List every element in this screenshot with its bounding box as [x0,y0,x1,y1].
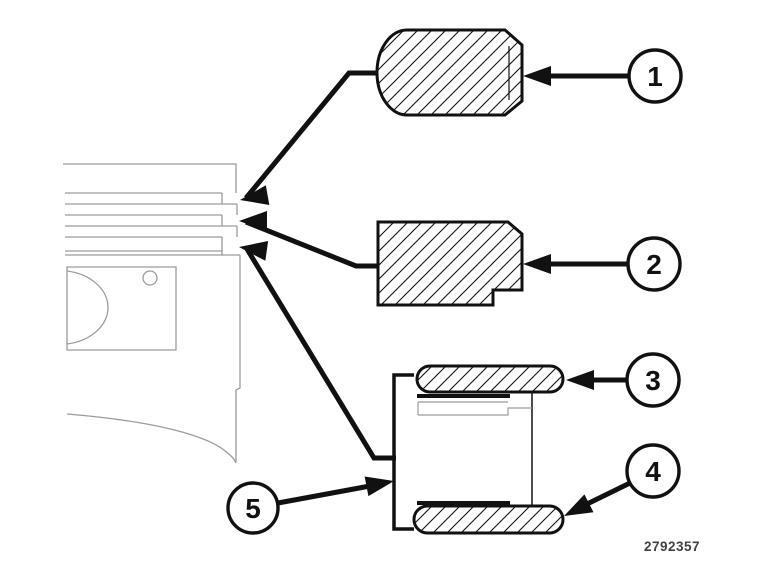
arrow-line-4 [583,480,632,508]
second-compression-ring-section [376,220,524,307]
leader-ring2-to-groove2 [245,219,378,269]
callout-3-label: 3 [645,365,661,396]
arrowhead-3 [566,370,594,390]
callout-4-label: 4 [645,456,661,487]
callout-arrowheads [364,66,594,516]
piston-outline [63,163,241,464]
arrowhead-4 [564,494,594,516]
groove-arrowheads [239,185,270,261]
callout-5: 5 [226,481,280,535]
leader-oilring-to-groove3 [244,247,396,461]
arrowhead-groove1 [240,185,270,205]
groove-leader-lines [244,70,396,461]
callout-5-label: 5 [245,493,261,524]
arrowhead-2 [523,254,551,274]
leader-ring1-to-groove1 [244,70,377,200]
callout-4: 4 [625,443,681,499]
callout-2: 2 [626,236,682,292]
arrowhead-1 [523,66,551,86]
figure-part-number: 2792357 [644,539,700,554]
arrow-line-5 [277,483,371,506]
callout-3: 3 [625,352,681,408]
oil-ring-top-rail-section [415,364,565,394]
callout-1: 1 [627,48,683,104]
callout-1-label: 1 [647,61,663,92]
oil-ring-expander [392,373,533,531]
callout-arrows [277,73,632,508]
arrowhead-groove2 [239,211,267,231]
top-compression-ring-section [375,28,524,117]
arrowhead-groove3 [239,240,269,261]
oil-ring-bottom-rail-section [412,504,565,535]
callout-2-label: 2 [646,249,662,280]
arrowhead-5 [364,476,394,497]
oil-drain-hole [142,270,158,286]
